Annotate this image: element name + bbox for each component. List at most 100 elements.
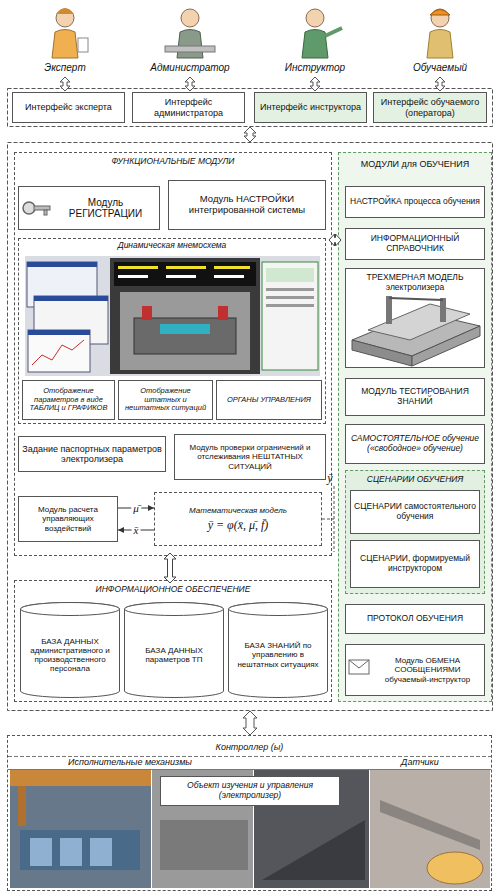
mnemonic-screenshot bbox=[28, 330, 90, 335]
person-trainee bbox=[431, 9, 449, 27]
cylinder-top bbox=[21, 603, 120, 616]
box-label: Объект изучения и управления (электролиз… bbox=[164, 781, 336, 801]
box-label: Отображение параметров в виде ТАБЛИЦ и Г… bbox=[26, 387, 111, 413]
process-box: СЦЕНАРИИ, формируемый инструктором bbox=[350, 540, 480, 588]
box-label: Интерфейс обучаемого (оператора) bbox=[377, 97, 483, 118]
box-label: МОДУЛЬ ТЕСТИРОВАНИЯ ЗНАНИЙ bbox=[349, 387, 481, 407]
box-label: НАСТРОЙКА процесса обучения bbox=[350, 197, 480, 207]
process-box: Задание паспортных параметров электролиз… bbox=[18, 436, 166, 472]
plant-photo bbox=[10, 770, 151, 786]
mnemonic-screenshot bbox=[25, 256, 320, 376]
process-box: Модуль проверки ограничений и отслеживан… bbox=[174, 434, 326, 480]
person-trainee bbox=[430, 10, 450, 16]
group-heading: СЦЕНАРИИ ОБУЧЕНИЯ bbox=[346, 475, 484, 485]
group-heading: ИНФОРМАЦИОННОЕ ОБЕСПЕЧЕНИЕ bbox=[15, 585, 331, 595]
person-administrator bbox=[181, 9, 199, 27]
double-arrow bbox=[244, 127, 256, 142]
mnemonic-screenshot bbox=[110, 258, 260, 374]
process-box: Модуль расчета управляющих воздействий bbox=[18, 496, 118, 542]
box-label: ТРЕХМЕРНАЯ МОДЕЛЬ электролизера bbox=[349, 273, 481, 293]
edge-label: μ̄ bbox=[131, 502, 141, 514]
double-arrow bbox=[243, 711, 257, 735]
electrolyzer-3d-model bbox=[352, 312, 480, 356]
electrolyzer-3d-model bbox=[440, 298, 446, 322]
mnemonic-screenshot bbox=[34, 296, 108, 301]
box-label: ОРГАНЫ УПРАВЛЕНИЯ bbox=[227, 396, 311, 405]
box-label: Интерфейс инструктора bbox=[260, 102, 361, 112]
double-arrow bbox=[435, 77, 445, 91]
process-box: ПРОТОКОЛ ОБУЧЕНИЯ bbox=[345, 604, 485, 634]
connector-arrow bbox=[329, 234, 341, 246]
double-arrow bbox=[310, 77, 320, 91]
mnemonic-screenshot bbox=[266, 288, 314, 291]
mnemonic-screenshot bbox=[166, 275, 196, 278]
person-trainee bbox=[427, 9, 453, 58]
plant-photo bbox=[380, 800, 480, 850]
key-icon bbox=[23, 202, 35, 214]
process-box: Модуль ОБМЕНА СООБЩЕНИЯМИ обучаемый-инст… bbox=[345, 644, 485, 696]
text-label: Инструктор bbox=[260, 62, 370, 73]
mnemonic-screenshot bbox=[266, 304, 314, 307]
database-cylinder: БАЗА ДАННЫХ административного и производ… bbox=[20, 602, 120, 698]
key-icon bbox=[44, 210, 47, 215]
person-administrator bbox=[177, 30, 203, 59]
envelope-icon bbox=[349, 660, 369, 674]
double-arrow bbox=[185, 77, 195, 91]
controller-strip bbox=[8, 756, 491, 757]
block-arrow bbox=[329, 234, 341, 246]
electrolyzer-3d-model bbox=[352, 296, 480, 366]
group-heading: Контроллер (ы) bbox=[8, 742, 491, 752]
system-frame bbox=[8, 89, 493, 711]
person-expert bbox=[56, 9, 74, 27]
mnemonic-screenshot bbox=[166, 266, 206, 269]
electrolyzer-3d-model bbox=[386, 296, 392, 324]
plant-photo bbox=[160, 820, 248, 870]
group-frame: ФУНКЦИОНАЛЬНЫЕ МОДУЛИМодуль РЕГИСТРАЦИИМ… bbox=[14, 152, 332, 556]
box-label: Отображение штатных и нештатных ситуаций bbox=[122, 387, 209, 413]
box-label: Модуль РЕГИСТРАЦИИ bbox=[55, 197, 156, 220]
process-box: МОДУЛЬ ТЕСТИРОВАНИЯ ЗНАНИЙ bbox=[345, 378, 485, 416]
cylinder-top bbox=[125, 603, 224, 616]
double-arrow bbox=[60, 77, 70, 91]
box-label: Модуль проверки ограничений и отслеживан… bbox=[178, 443, 322, 471]
plant-photo bbox=[262, 820, 365, 880]
box-label: Интерфейс администратора bbox=[136, 97, 241, 118]
cylinder-top bbox=[229, 603, 328, 616]
person-expert bbox=[78, 38, 88, 52]
process-box: Отображение параметров в виде ТАБЛИЦ и Г… bbox=[22, 380, 115, 420]
process-box: Интерфейс администратора bbox=[132, 92, 245, 123]
text-label: ȳ bbox=[322, 472, 338, 485]
process-box: Отображение штатных и нештатных ситуаций bbox=[118, 380, 213, 420]
connector-arrow bbox=[164, 553, 176, 583]
electrolyzer-3d-model bbox=[412, 326, 480, 366]
electrolyzer-3d-model bbox=[352, 340, 412, 366]
box-label: СЦЕНАРИИ самостоятельного обучения bbox=[354, 502, 476, 522]
double-arrow bbox=[60, 77, 445, 735]
mnemonic-screenshot bbox=[266, 268, 314, 282]
mnemonic-screenshot bbox=[134, 318, 236, 354]
person-administrator bbox=[165, 46, 215, 52]
process-box: НАСТРОЙКА процесса обучения bbox=[345, 186, 485, 218]
plant-photo bbox=[90, 838, 112, 866]
mnemonic-screenshot bbox=[118, 266, 158, 269]
mnemonic-screenshot bbox=[118, 275, 148, 278]
process-box: Интерфейс эксперта bbox=[12, 92, 125, 123]
mnemonic-screenshot bbox=[266, 296, 314, 299]
box-label: Интерфейс эксперта bbox=[25, 102, 112, 112]
person-expert bbox=[52, 30, 78, 59]
mnemonic-screenshot bbox=[27, 262, 97, 267]
box-label: БАЗА ДАННЫХ параметров ТП bbox=[128, 646, 220, 664]
box-label: ПРОТОКОЛ ОБУЧЕНИЯ bbox=[367, 614, 463, 624]
formula-text: ȳ = φ(x̄, μ̄, f̄) bbox=[208, 519, 269, 533]
arrow-head bbox=[148, 505, 154, 511]
process-box: ОРГАНЫ УПРАВЛЕНИЯ bbox=[216, 380, 322, 420]
box-label: Задание паспортных параметров электролиз… bbox=[22, 444, 162, 465]
plant-photo bbox=[370, 770, 490, 888]
mnemonic-screenshot bbox=[120, 292, 250, 370]
person-trainee bbox=[427, 30, 453, 59]
plant-photo bbox=[30, 838, 52, 866]
mnemonic-screenshot bbox=[32, 340, 84, 365]
system-frame bbox=[8, 143, 493, 711]
key-icon bbox=[34, 206, 50, 210]
block-arrow bbox=[164, 553, 176, 583]
